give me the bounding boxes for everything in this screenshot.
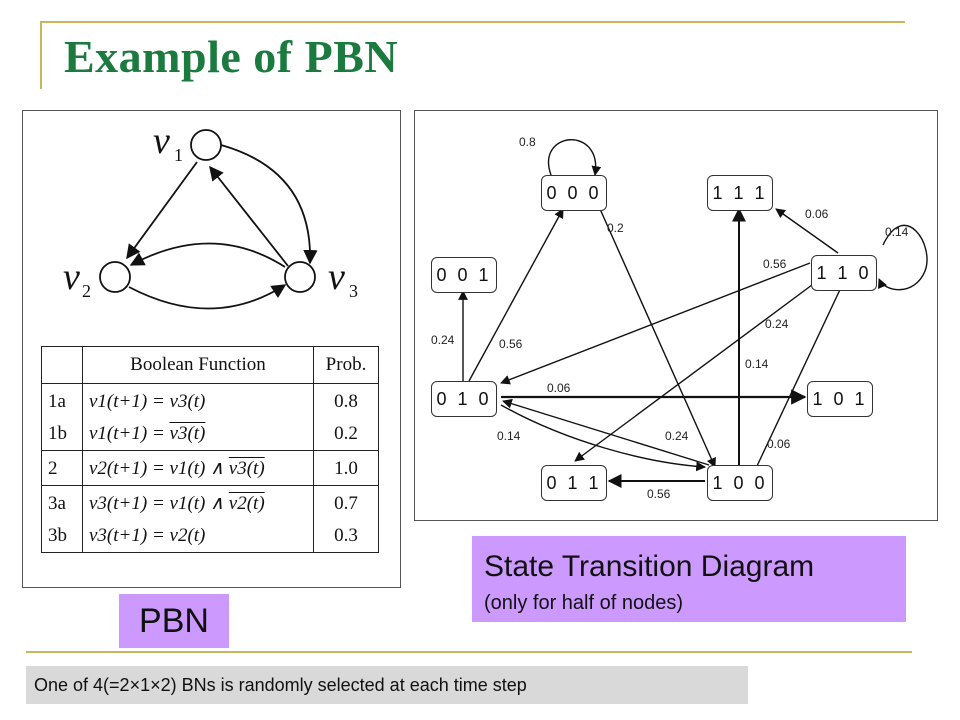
boolean-function: v1(t+1) = v3(t): [89, 391, 206, 412]
node-v1: [190, 129, 222, 161]
probability: 0.2: [334, 423, 358, 444]
node-v3: [284, 261, 316, 293]
state-node-100: 1 0 0: [707, 465, 773, 501]
label-v1: v: [153, 120, 170, 162]
edge-label: 0.8: [519, 135, 536, 149]
page-title: Example of PBN: [64, 31, 399, 82]
arrow-010-100: [500, 404, 706, 472]
edge-label: 0.06: [767, 437, 791, 451]
label-v3-sub: 3: [349, 281, 358, 301]
boolean-function: v3(t+1) = v1(t) ∧ v2(t): [89, 493, 265, 514]
bottom-decoration-line: [26, 651, 912, 653]
state-node-001: 0 0 1: [431, 257, 497, 293]
arrow-000-self: [548, 139, 602, 176]
edge-label: 0.56: [763, 257, 787, 271]
pbn-label: PBN: [119, 594, 229, 648]
edge-v2-v3: [128, 284, 287, 310]
function-id: 2: [48, 458, 58, 479]
edge-label: 0.14: [745, 357, 769, 371]
negated-term: v3(t): [228, 458, 265, 479]
edge-label: 0.24: [765, 317, 789, 331]
edge-v1-v2: [126, 161, 198, 260]
function-text: v1(t+1) = v3(t): [89, 423, 206, 444]
label-v2-sub: 2: [82, 281, 91, 301]
edge-label: 0.06: [805, 207, 829, 221]
edge-v3-v1: [209, 165, 289, 267]
edge-label: 0.2: [607, 221, 624, 235]
function-id: 1a: [48, 391, 66, 412]
edge-v1-v3: [220, 144, 318, 265]
boolean-function: v1(t+1) = v3(t): [89, 418, 307, 450]
probability: 0.8: [334, 391, 358, 412]
arrow-110-111: [775, 208, 839, 254]
left-decoration-line: [40, 21, 42, 89]
state-transition-caption: State Transition Diagram (only for half …: [472, 536, 906, 622]
arrow-000-100: [599, 208, 716, 468]
table-row: 1a 1b v1(t+1) = v3(t) v1(t+1) = v3(t) 0.…: [41, 383, 379, 451]
edge-label: 0.14: [885, 225, 909, 239]
table-header-function: Boolean Function: [82, 346, 314, 384]
edge-label: 0.56: [647, 487, 671, 501]
boolean-function: v3(t+1) = v2(t): [89, 525, 206, 546]
edge-label: 0.24: [431, 333, 455, 347]
arrow-110-010: [500, 262, 811, 385]
boolean-function-table: Boolean Function Prob. 1a 1b v1(t+1) = v…: [41, 346, 379, 553]
caption-title: State Transition Diagram: [484, 550, 815, 583]
table-row: 2 v2(t+1) = v1(t) ∧ v3(t) 1.0: [41, 450, 379, 486]
footer-note: One of 4(=2×1×2) BNs is randomly selecte…: [26, 666, 748, 704]
edge-label: 0.56: [499, 337, 523, 351]
arrow-010-000: [468, 208, 564, 382]
function-id: 1b: [48, 423, 67, 444]
table-row: 3a 3b v3(t+1) = v1(t) ∧ v2(t) v3(t+1) = …: [41, 485, 379, 553]
probability: 0.7: [334, 493, 358, 514]
state-node-010: 0 1 0: [431, 381, 497, 417]
edge-v3-v2: [129, 242, 286, 268]
function-id: 3b: [48, 525, 67, 546]
function-id: 3a: [48, 493, 66, 514]
caption-subtitle: (only for half of nodes): [484, 592, 683, 614]
edge-label: 0.06: [547, 381, 571, 395]
label-v1-sub: 1: [174, 145, 183, 165]
arrow-100-110: [756, 278, 846, 467]
edge-label: 0.24: [665, 429, 689, 443]
boolean-function: v2(t+1) = v1(t) ∧ v3(t): [89, 458, 265, 479]
state-node-110: 1 1 0: [811, 255, 877, 291]
arrow-100-010: [502, 398, 710, 466]
edge-label: 0.14: [497, 429, 521, 443]
top-decoration-line: [40, 21, 905, 23]
pbn-panel: v 1 v 2 v 3 Boolean Function Prob. 1a 1b…: [22, 110, 401, 588]
probability: 0.3: [334, 525, 358, 546]
state-node-011: 0 1 1: [541, 465, 607, 501]
table-header-id: [41, 346, 83, 384]
arrow-110-self: [877, 224, 928, 291]
probability: 1.0: [334, 458, 358, 479]
state-transition-panel: 0 0 0 1 1 1 0 0 1 1 1 0 0 1 0 1 0 1 0 1 …: [414, 110, 938, 521]
state-node-101: 1 0 1: [807, 381, 873, 417]
table-header-prob: Prob.: [313, 346, 379, 384]
arrow-110-011: [574, 278, 821, 462]
label-v3: v: [328, 256, 345, 298]
network-graph: v 1 v 2 v 3: [63, 120, 358, 310]
negated-term: v2(t): [228, 493, 265, 514]
negated-term: v3(t): [169, 423, 206, 444]
node-v2: [99, 261, 131, 293]
label-v2: v: [63, 256, 80, 298]
state-node-000: 0 0 0: [541, 175, 607, 211]
state-node-111: 1 1 1: [707, 175, 773, 211]
transition-arrows: [458, 139, 928, 488]
